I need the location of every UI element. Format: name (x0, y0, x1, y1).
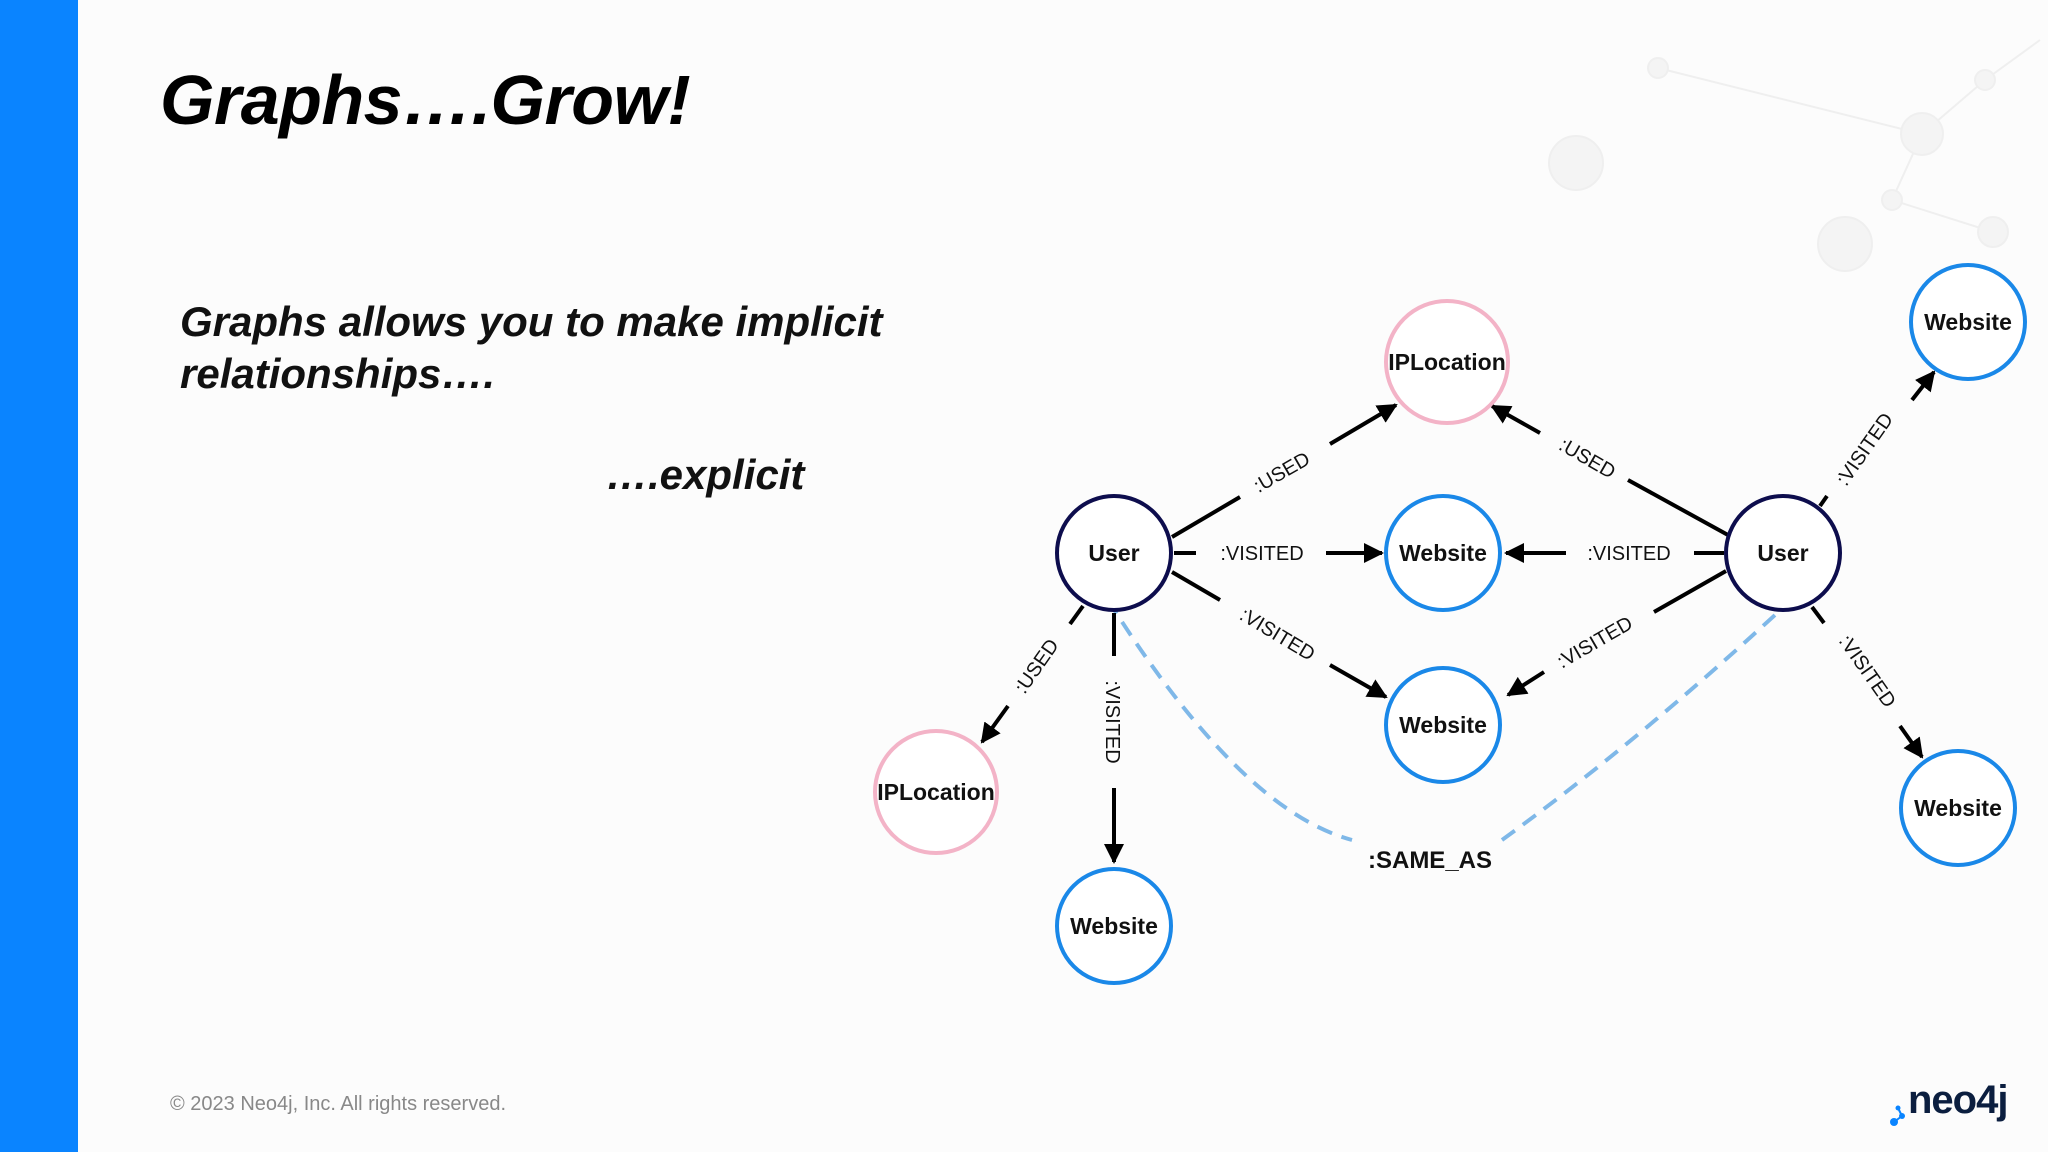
edge-label-user2-visited-weblow: :VISITED (1553, 612, 1636, 673)
decor-circle-3 (1900, 112, 1944, 156)
neo4j-logo-text: neo4j (1908, 1078, 2008, 1122)
edge-user2-visited-webbr (1810, 605, 1826, 625)
edge-label-user1-used-ip1: :USED (1250, 448, 1314, 498)
node-website-bottom[interactable] (1055, 867, 1173, 985)
edge-label-user1-visited-weblow: :VISITED (1236, 604, 1319, 666)
same-as-edge (1106, 598, 1790, 842)
node-user-1[interactable] (1055, 494, 1173, 612)
edge-user1-visited-weblow-arrow (1329, 663, 1388, 699)
edge-label-user2-used-ip1: :USED (1555, 434, 1619, 484)
decorative-network (1548, 39, 2041, 272)
node-label-website-bottom-right: Website (1914, 795, 2002, 821)
neo4j-logo: neo4j (1890, 1078, 2030, 1128)
node-label-website-mid: Website (1399, 540, 1487, 566)
edge-user1-used-ip1-arrow (1328, 403, 1398, 446)
node-website-low[interactable] (1384, 666, 1502, 784)
edge-user1-used-ip2-arrow (980, 704, 1010, 744)
decor-circle-4 (1974, 69, 1996, 91)
node-label-user-1: User (1088, 540, 1139, 566)
node-website-bottom-right[interactable] (1899, 749, 2017, 867)
edge-user2-visited-webbr-arrow (1898, 724, 1924, 759)
node-label-website-top-right: Website (1924, 309, 2012, 335)
edge-user2-used-ip1-arrow (1490, 404, 1541, 435)
edge-label-user2-visited-webtr: :VISITED (1832, 409, 1898, 490)
edge-user2-visited-webtr-arrow (1910, 370, 1936, 402)
accent-sidebar (0, 0, 78, 1152)
edge-label-user1-visited-webmid: :VISITED (1220, 543, 1303, 565)
edge-user2-used-ip1 (1627, 478, 1729, 537)
decor-circle-5 (1881, 189, 1903, 211)
edge-label-user1-used-ip2: :USED (1011, 635, 1064, 698)
node-iplocation-2[interactable] (873, 729, 999, 855)
edge-label-user1-visited-webbottom: :VISITED (1101, 680, 1123, 763)
edge-user1-visited-weblow (1170, 570, 1222, 602)
decor-circle-1 (1548, 135, 1604, 191)
edge-user2-visited-webtr (1818, 494, 1829, 508)
node-label-iplocation-1: IPLocation (1388, 349, 1506, 375)
decor-circle-2 (1647, 57, 1669, 79)
edge-label-user2-visited-webbr: :VISITED (1834, 631, 1900, 712)
edge-user1-used-ip1 (1170, 495, 1242, 539)
node-website-top-right[interactable] (1909, 263, 2027, 381)
same-as-label: :SAME_AS (1368, 847, 1492, 874)
edge-label-user2-visited-webmid: :VISITED (1587, 543, 1670, 565)
slide-subtitle: Graphs allows you to make implicit relat… (180, 298, 883, 397)
node-label-website-low: Website (1399, 712, 1487, 738)
node-iplocation-1[interactable] (1384, 299, 1510, 425)
edge-user2-visited-weblow-arrow (1506, 670, 1546, 697)
node-label-user-2: User (1757, 540, 1808, 566)
edge-user2-visited-weblow (1653, 569, 1727, 614)
decor-circle-6 (1817, 216, 1873, 272)
edge-user1-used-ip2 (1068, 604, 1085, 626)
slide-explicit-text: ….explicit (606, 451, 805, 498)
node-label-website-bottom: Website (1070, 913, 1158, 939)
node-label-iplocation-2: IPLocation (877, 779, 995, 805)
copyright-footer: © 2023 Neo4j, Inc. All rights reserved. (170, 1093, 507, 1115)
node-user-2[interactable] (1724, 494, 1842, 612)
node-website-mid[interactable] (1384, 494, 1502, 612)
neo4j-logo-icon (1890, 1105, 1905, 1126)
slide-title: Graphs….Grow! (160, 61, 691, 139)
decor-circle-7 (1977, 216, 2009, 248)
